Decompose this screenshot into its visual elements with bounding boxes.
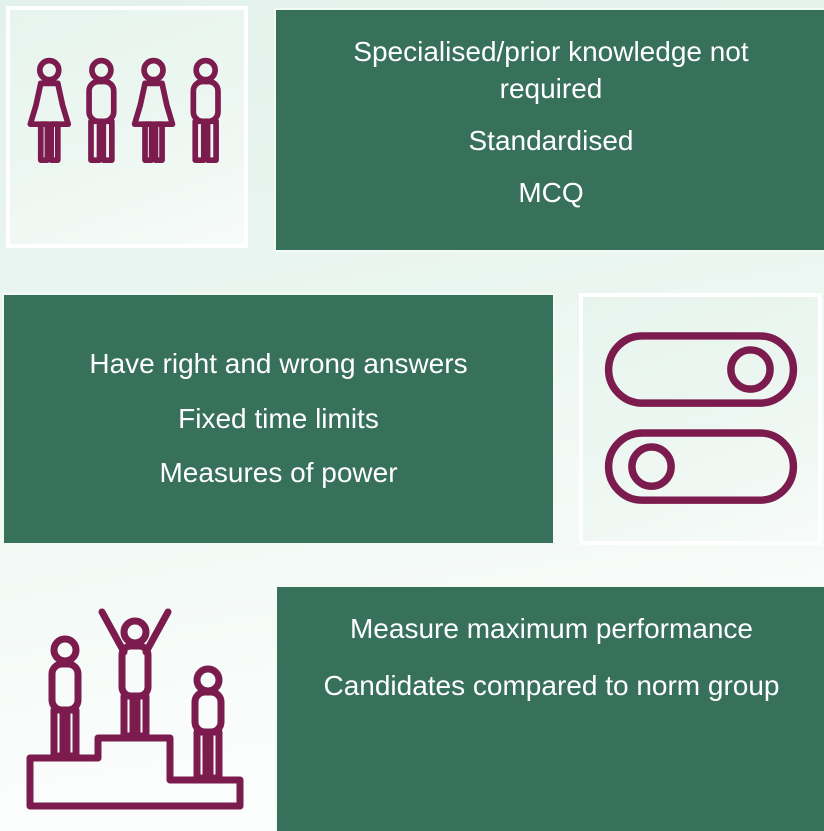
performance-panel: Measure maximum performance Candidates c… xyxy=(275,585,824,831)
podium-panel xyxy=(12,580,257,825)
knowledge-line-1: Specialised/prior knowledge not required xyxy=(353,36,749,104)
people-group-icon xyxy=(27,57,221,164)
answers-line-2: Fixed time limits xyxy=(178,402,379,434)
knowledge-line-3: MCQ xyxy=(518,176,584,208)
knowledge-line-2: Standardised xyxy=(468,124,634,156)
answers-line-1: Have right and wrong answers xyxy=(89,347,468,379)
toggles-panel xyxy=(579,293,822,545)
performance-line-1: Measure maximum performance xyxy=(349,613,754,644)
answers-line-3: Measures of power xyxy=(159,457,398,489)
toggle-switches-icon xyxy=(604,332,797,504)
performance-line-2: Candidates compared to norm group xyxy=(323,669,780,701)
answers-panel: Have right and wrong answers Fixed time … xyxy=(2,293,555,545)
knowledge-panel: Specialised/prior knowledge not required… xyxy=(274,8,824,252)
people-panel xyxy=(6,6,248,248)
winner-podium-icon xyxy=(26,608,243,809)
